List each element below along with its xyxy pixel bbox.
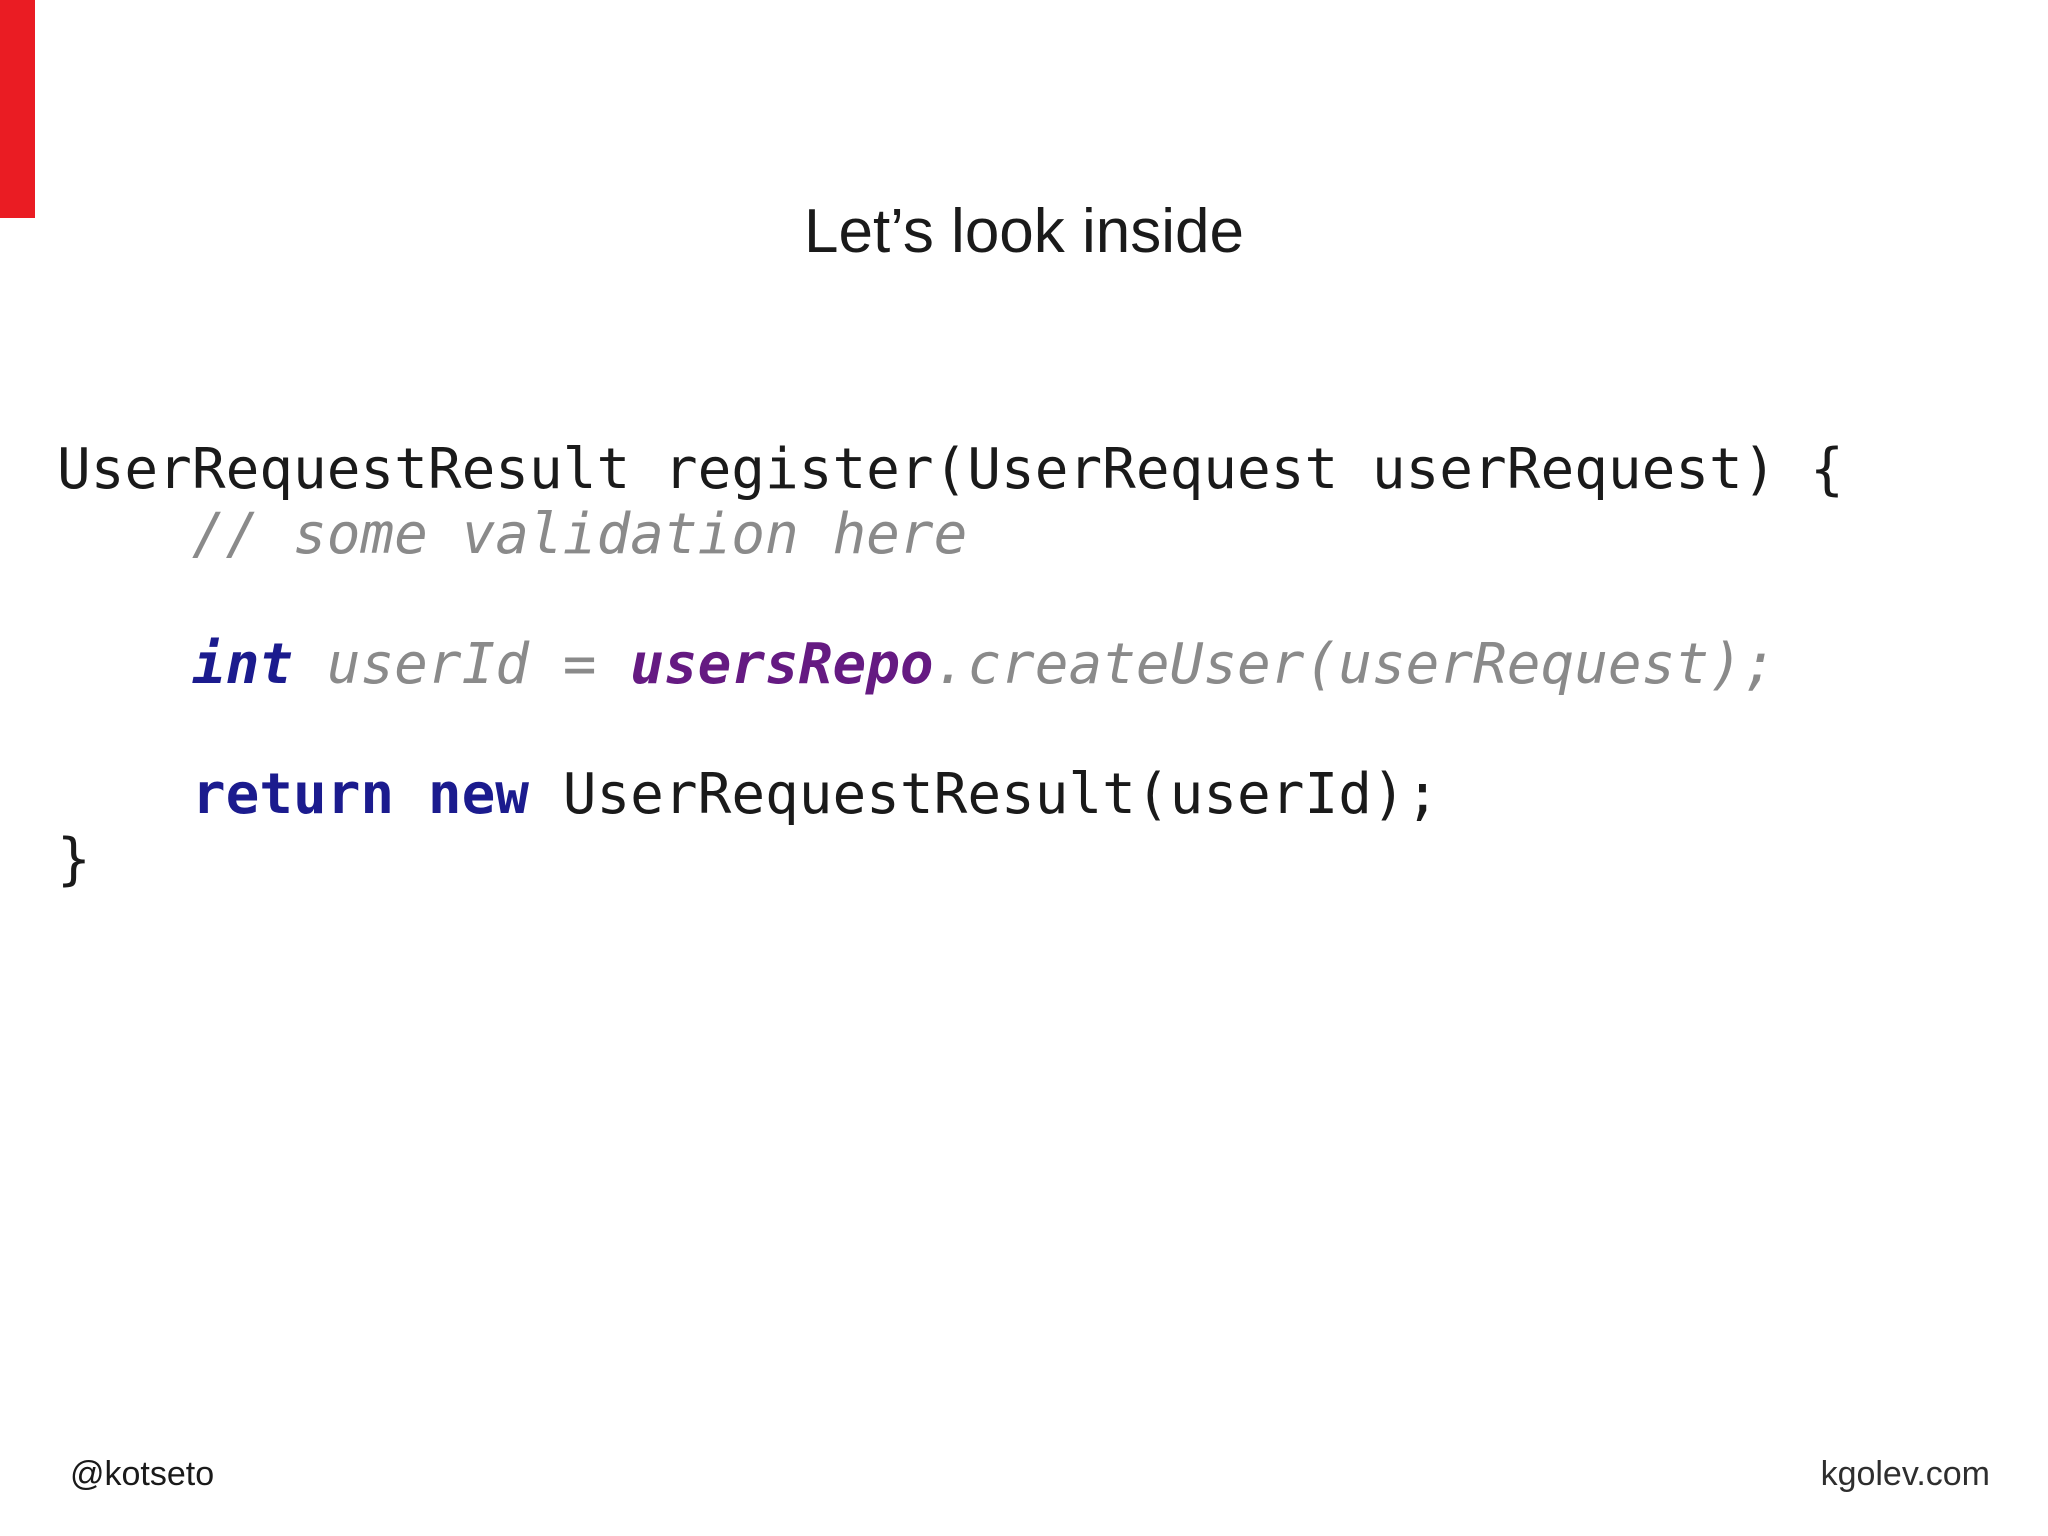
code-segment-keyword_italic: int	[191, 632, 294, 697]
code-line: int userId = usersRepo.createUser(userRe…	[57, 632, 1844, 697]
code-segment-plain: UserRequestResult(userId);	[529, 762, 1440, 827]
code-segment-field_bold_italic: usersRepo	[630, 632, 934, 697]
code-line: // some validation here	[57, 502, 1844, 567]
footer-website: kgolev.com	[1820, 1455, 1990, 1493]
code-segment-muted_italic: userId =	[326, 632, 631, 697]
code-segment-plain	[57, 632, 192, 697]
code-segment-comment: // some validation here	[191, 502, 968, 567]
code-segment-keyword_bold: new	[427, 762, 530, 827]
code-segment-plain	[57, 762, 192, 827]
code-segment-plain	[394, 762, 428, 827]
slide-title: Let’s look inside	[803, 197, 1245, 266]
code-line	[57, 567, 1844, 632]
code-line: }	[57, 827, 1844, 892]
code-line	[57, 697, 1844, 762]
code-segment-muted_italic: .createUser(userRequest);	[933, 632, 1777, 697]
code-block: UserRequestResult register(UserRequest u…	[57, 437, 1844, 892]
footer-handle: @kotseto	[70, 1455, 215, 1493]
code-segment-plain	[293, 632, 327, 697]
code-segment-plain: UserRequestResult register(UserRequest u…	[57, 437, 1844, 502]
code-segment-plain: }	[57, 827, 91, 892]
code-segment-keyword_bold: return	[191, 762, 395, 827]
code-segment-plain	[57, 502, 192, 567]
code-line: UserRequestResult register(UserRequest u…	[57, 437, 1844, 502]
code-line: return new UserRequestResult(userId);	[57, 762, 1844, 827]
accent-bar	[0, 0, 35, 218]
